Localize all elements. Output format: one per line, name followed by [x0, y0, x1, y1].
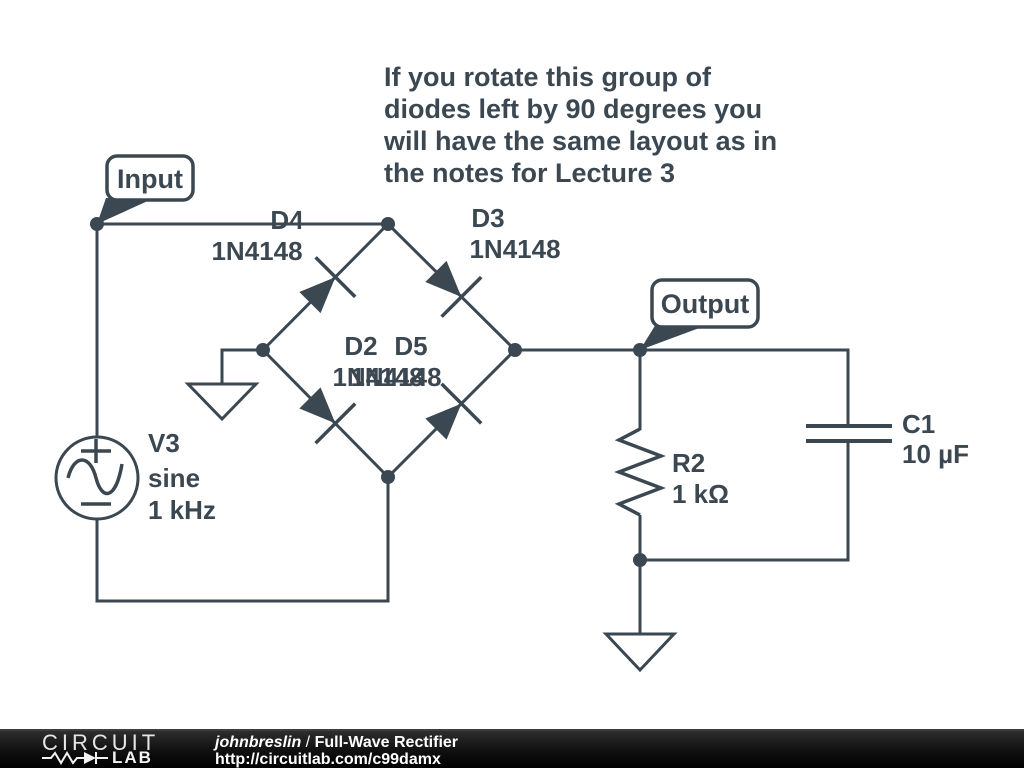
d4-value-label: 1N4148	[211, 236, 302, 266]
r2-value-label: 1 kΩ	[672, 479, 729, 509]
diode-d2	[299, 387, 357, 445]
capacitor-c1	[806, 424, 892, 443]
diode-d4	[299, 256, 357, 314]
logo-circuit-text: CIRCUIT	[42, 730, 160, 755]
junction-dot	[381, 217, 395, 231]
v3-waveform-label: sine	[148, 463, 200, 493]
input-flag-label: Input	[117, 164, 183, 194]
annotation-note: If you rotate this group of diodes left …	[383, 62, 777, 188]
v3-name-label: V3	[148, 428, 180, 458]
circuitlab-logo: CIRCUIT LAB	[42, 730, 182, 767]
junction-dot	[256, 343, 270, 357]
ground-icon	[602, 632, 678, 673]
c1-value-label: 10 µF	[902, 439, 969, 469]
d2-value-label: 1N4148	[332, 362, 423, 392]
junction-dot	[633, 553, 647, 567]
diode-d5	[425, 382, 483, 440]
flag-tail	[97, 198, 150, 224]
d5-value-label: 1N4148	[350, 362, 441, 392]
d5-name-label: D5	[394, 331, 427, 361]
r2-name-label: R2	[672, 448, 705, 478]
ground-icon	[184, 382, 260, 422]
author-name: johnbreslin	[215, 734, 302, 751]
c1-name-label: C1	[902, 409, 935, 439]
footer-bar: CIRCUIT LAB johnbreslin / Full-Wave Rect…	[0, 729, 1024, 768]
voltage-source-v3	[54, 435, 140, 521]
source-circle	[54, 435, 140, 521]
v3-frequency-label: 1 kHz	[148, 495, 216, 525]
circuit-byline: johnbreslin / Full-Wave Rectifier	[215, 734, 458, 751]
logo-lab-text: LAB	[112, 748, 153, 767]
d3-name-label: D3	[471, 203, 504, 233]
diode-cathode-bar	[314, 256, 357, 299]
flag-tail	[640, 324, 702, 350]
flag-box	[650, 278, 760, 329]
diode-cathode-bar	[440, 275, 483, 318]
diode-cathode-bar	[440, 382, 483, 425]
diode-triangle	[299, 277, 336, 314]
resistor-zigzag	[614, 427, 666, 517]
circuit-url[interactable]: http://circuitlab.com/c99damx	[215, 751, 441, 768]
output-flag-label: Output	[661, 289, 749, 319]
annotation-line: diodes left by 90 degrees you	[384, 94, 762, 124]
junction-dot	[381, 470, 395, 484]
resistor-r2	[614, 427, 666, 517]
annotation-line: the notes for Lecture 3	[384, 158, 675, 188]
sine-wave-icon	[66, 458, 124, 496]
diode-triangle	[299, 387, 336, 424]
diode-triangle	[425, 403, 462, 440]
diode-d3	[425, 260, 483, 318]
diode-cathode-bar	[314, 402, 357, 445]
logo-resistor-diode-icon	[42, 751, 108, 765]
junction-dot	[508, 343, 522, 357]
annotation-line: If you rotate this group of	[384, 62, 712, 92]
annotation-line: will have the same layout as in	[383, 126, 777, 156]
input-flag: Input	[97, 154, 195, 224]
diode-triangle	[425, 260, 462, 297]
d4-name-label: D4	[270, 205, 304, 235]
flag-box	[105, 154, 195, 202]
footer-meta: johnbreslin / Full-Wave Rectifier http:/…	[215, 734, 458, 768]
d3-value-label: 1N4148	[469, 234, 560, 264]
circuit-title: Full-Wave Rectifier	[314, 734, 459, 751]
output-flag: Output	[640, 278, 760, 350]
byline-separator: /	[301, 734, 315, 751]
d2-name-label: D2	[344, 331, 377, 361]
